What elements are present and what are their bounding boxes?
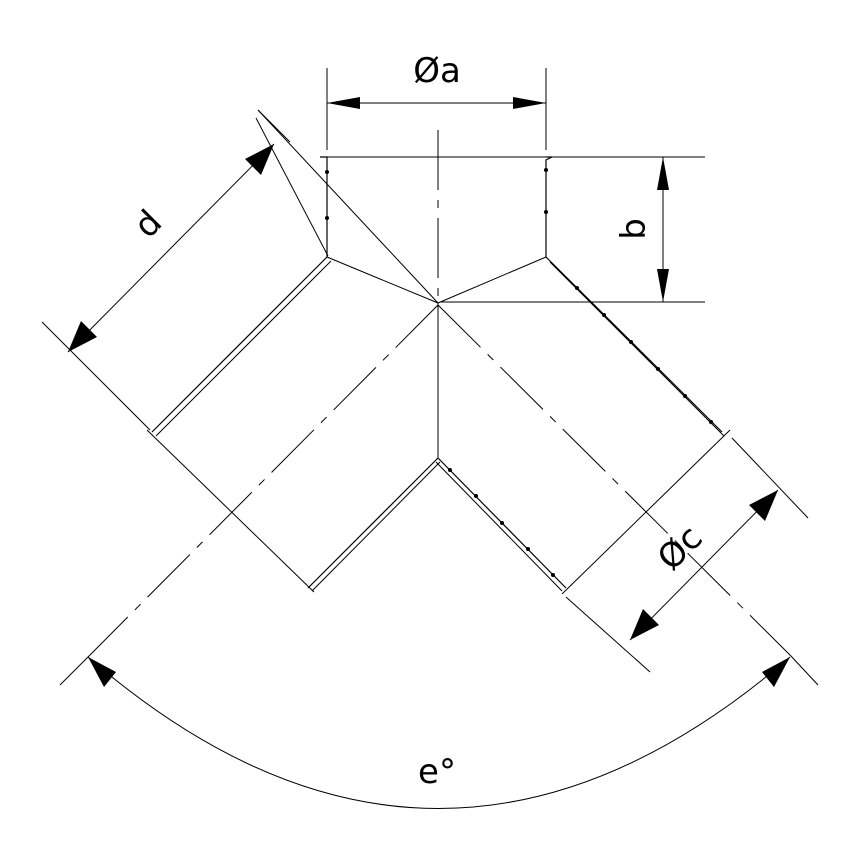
rivet-mark	[602, 313, 606, 317]
rivet-mark	[500, 521, 504, 525]
label-c: Øc	[650, 518, 710, 578]
label-b: b	[614, 218, 654, 240]
cone-line-upper-left	[257, 109, 439, 304]
cone-line-right	[437, 256, 547, 304]
extension-line	[565, 596, 651, 673]
top-pipe-right-wall	[545, 156, 553, 257]
arrowhead	[749, 490, 778, 521]
rivet-mark	[683, 394, 687, 398]
label-a: Øa	[413, 51, 461, 91]
dimension-a: Øa	[326, 51, 547, 150]
cone-line-left	[326, 256, 439, 304]
arrowhead	[88, 657, 116, 687]
rivet-mark	[544, 210, 548, 214]
left-branch-outer-wall-inner	[155, 260, 332, 437]
dimension-d: d	[41, 109, 329, 431]
left-branch-inner-wall	[307, 457, 439, 589]
angle-extension-left	[59, 654, 91, 686]
dimension-b: b	[440, 157, 705, 303]
rivet-mark	[656, 367, 660, 371]
extension-line	[255, 117, 329, 257]
arrowhead	[327, 97, 360, 109]
rivet-mark	[629, 340, 633, 344]
left-branch-end-face	[146, 429, 315, 593]
extension-line	[257, 109, 291, 143]
rivet-marks	[325, 168, 713, 577]
label-d: d	[126, 202, 170, 246]
angle-extension-right	[789, 654, 819, 686]
centerlines	[89, 130, 791, 656]
extension-line	[41, 321, 151, 431]
rivet-mark	[325, 170, 329, 174]
right-branch-outer-wall	[545, 256, 723, 433]
angle-arc	[87, 656, 791, 809]
arrowhead	[513, 97, 546, 109]
arrowhead	[245, 144, 274, 175]
rivet-mark	[526, 547, 530, 551]
left-branch-outer-wall	[151, 256, 328, 433]
rivet-mark	[551, 573, 555, 577]
rivet-mark	[474, 494, 478, 498]
arrowhead	[762, 657, 790, 687]
arrowhead	[657, 157, 669, 190]
extension-line	[731, 437, 809, 519]
dimension-line	[629, 489, 779, 641]
rivet-mark	[709, 420, 713, 424]
label-e: e°	[418, 752, 456, 792]
rivet-mark	[544, 168, 548, 172]
right-branch-end-face	[561, 429, 731, 595]
right-branch-outer-wall-inner	[549, 261, 725, 437]
arrowhead	[657, 269, 669, 302]
right-branch-centerline	[437, 304, 791, 656]
arrowhead	[68, 321, 97, 352]
dimension-e: e°	[59, 654, 819, 809]
rivet-mark	[325, 216, 329, 220]
branch-body	[146, 109, 731, 595]
right-branch-inner-wall-inner	[435, 461, 563, 592]
arrowhead	[630, 609, 659, 640]
left-branch-centerline	[89, 304, 439, 656]
rivet-mark	[448, 468, 452, 472]
left-branch-inner-wall-inner	[311, 461, 441, 592]
rivet-mark	[575, 286, 579, 290]
dimension-line	[67, 143, 275, 353]
